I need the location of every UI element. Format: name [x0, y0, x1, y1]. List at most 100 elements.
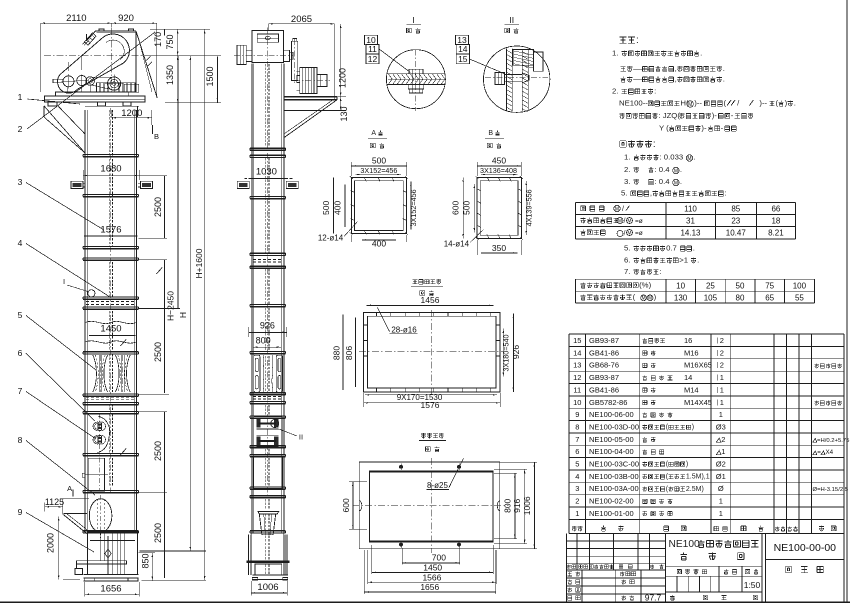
svg-text:NE100-03C-00: NE100-03C-00 — [589, 460, 639, 469]
svg-text:(: ( — [633, 293, 636, 302]
svg-text:10: 10 — [366, 35, 376, 45]
svg-text:=ø: =ø — [635, 218, 643, 225]
svg-text:2: 2 — [720, 348, 724, 357]
svg-text:8: 8 — [575, 423, 579, 432]
svg-text:1200: 1200 — [337, 68, 347, 88]
svg-text:-: - — [731, 111, 734, 120]
svg-text:M: M — [627, 230, 631, 236]
svg-text:M: M — [674, 180, 678, 186]
svg-text:H+1600: H+1600 — [194, 248, 204, 278]
svg-text:4: 4 — [18, 238, 23, 248]
svg-text:1006: 1006 — [522, 496, 532, 515]
svg-text:GB41-86: GB41-86 — [589, 385, 619, 394]
svg-text:M16: M16 — [684, 348, 699, 357]
svg-text:2500: 2500 — [153, 342, 163, 362]
svg-text:2065: 2065 — [291, 14, 312, 25]
svg-text:M: M — [648, 296, 652, 302]
svg-text:10: 10 — [573, 398, 581, 407]
svg-text:920: 920 — [118, 13, 134, 24]
svg-text:/: / — [624, 218, 626, 225]
svg-text:): ) — [686, 461, 688, 468]
svg-text:500: 500 — [462, 201, 472, 215]
svg-text:NE100--: NE100-- — [619, 99, 648, 108]
svg-text:/: / — [622, 206, 624, 213]
svg-text:9: 9 — [575, 410, 579, 419]
svg-text:1125: 1125 — [45, 497, 64, 507]
svg-text:110: 110 — [684, 205, 697, 214]
svg-text:806: 806 — [344, 346, 354, 360]
svg-text:1: 1 — [18, 92, 23, 102]
svg-text:9: 9 — [18, 507, 23, 517]
svg-text:12-ø14: 12-ø14 — [318, 233, 344, 242]
svg-text:A: A — [371, 130, 376, 137]
svg-text:2500: 2500 — [153, 441, 163, 461]
svg-text:100: 100 — [793, 281, 807, 290]
svg-text:M: M — [687, 156, 691, 162]
svg-text:23: 23 — [731, 217, 740, 226]
svg-text:.: . — [693, 244, 695, 253]
svg-text:1450: 1450 — [100, 324, 121, 335]
svg-text:4X139=556: 4X139=556 — [525, 189, 534, 226]
svg-text:(: ( — [666, 461, 669, 468]
svg-text:1: 1 — [719, 410, 723, 419]
svg-text:X4: X4 — [826, 449, 834, 456]
svg-text:97.7: 97.7 — [645, 592, 662, 602]
svg-text:NE100-02-00: NE100-02-00 — [589, 497, 634, 506]
svg-text:NE100-00-00: NE100-00-00 — [774, 542, 837, 554]
svg-text:: JZQ(: : JZQ( — [658, 111, 680, 120]
svg-text:1.: 1. — [624, 153, 630, 162]
svg-text:105: 105 — [704, 293, 718, 302]
svg-text:28-ø16: 28-ø16 — [391, 325, 417, 334]
svg-text:15: 15 — [458, 54, 468, 64]
svg-text:2110: 2110 — [66, 13, 86, 24]
svg-text:8.21: 8.21 — [768, 229, 784, 238]
svg-text:85: 85 — [731, 205, 740, 214]
svg-text:(%): (%) — [639, 281, 651, 290]
svg-text:NE100-01-00: NE100-01-00 — [589, 509, 634, 518]
svg-text:,: , — [675, 64, 677, 73]
svg-text:13: 13 — [573, 361, 581, 370]
svg-text:2: 2 — [721, 435, 725, 444]
svg-text:7: 7 — [18, 386, 23, 396]
svg-text:1656: 1656 — [420, 582, 439, 592]
svg-text:1576: 1576 — [100, 225, 121, 236]
svg-text:=H/0.2+5.75: =H/0.2+5.75 — [817, 438, 850, 444]
svg-text:I: I — [412, 15, 414, 25]
svg-text:14: 14 — [684, 373, 692, 382]
svg-text:5.: 5. — [621, 189, 627, 198]
svg-text:M14X45: M14X45 — [684, 398, 712, 407]
svg-text:10: 10 — [676, 281, 685, 290]
svg-text:II: II — [509, 15, 514, 25]
svg-text:916: 916 — [512, 498, 522, 512]
svg-text:1450: 1450 — [423, 563, 442, 573]
svg-text:1: 1 — [719, 509, 723, 518]
svg-text:H(: H( — [680, 99, 689, 108]
svg-text:GB93-87: GB93-87 — [589, 373, 619, 382]
svg-text:(: ( — [666, 486, 669, 493]
svg-text:H−2450: H−2450 — [166, 291, 176, 321]
svg-text:14: 14 — [458, 44, 468, 54]
svg-text:A: A — [67, 484, 72, 493]
svg-text:3.: 3. — [624, 177, 630, 186]
svg-text:66: 66 — [771, 205, 780, 214]
svg-text:12: 12 — [573, 373, 581, 382]
svg-text:1350: 1350 — [165, 65, 175, 85]
svg-text:2: 2 — [575, 497, 579, 506]
svg-text:0.7: 0.7 — [666, 244, 677, 253]
svg-text:H: H — [178, 312, 188, 318]
svg-text:: 0.4: : 0.4 — [655, 165, 671, 174]
svg-text:GB5782-86: GB5782-86 — [589, 398, 627, 407]
svg-text:M: M — [627, 218, 631, 224]
svg-text:16: 16 — [684, 336, 692, 345]
svg-text:)--: )-- — [759, 99, 767, 108]
svg-text:Ø2: Ø2 — [716, 460, 726, 469]
svg-text:1576: 1576 — [421, 400, 440, 410]
svg-text:/: / — [624, 231, 626, 238]
svg-text:3X152=456: 3X152=456 — [409, 189, 418, 226]
svg-text:350: 350 — [492, 243, 506, 253]
svg-text:50: 50 — [736, 281, 745, 290]
svg-text:M16X65: M16X65 — [684, 361, 712, 370]
svg-text:NE100-03D-00: NE100-03D-00 — [589, 423, 639, 432]
svg-text:.: . — [794, 99, 796, 108]
svg-text:/: / — [737, 99, 740, 108]
